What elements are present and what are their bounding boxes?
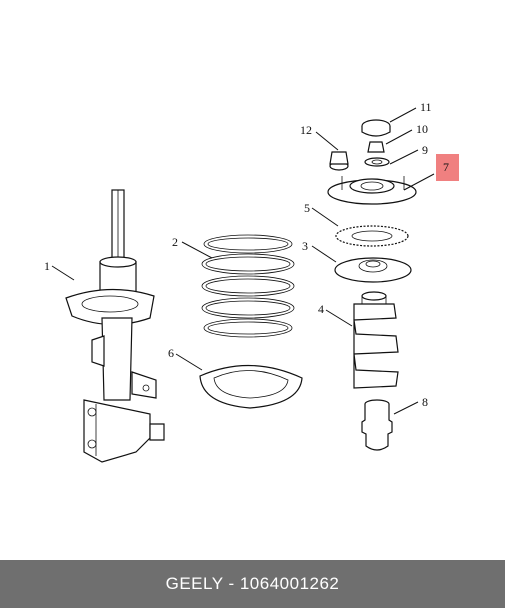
callout-10: 10 <box>416 122 428 136</box>
callout-6: 6 <box>168 346 174 360</box>
callout-7-highlight <box>436 154 459 181</box>
callout-12: 12 <box>300 123 312 137</box>
shock-absorber-strut <box>65 189 165 463</box>
strut-exploded-diagram: 1 2 3 4 5 6 7 8 9 10 11 12 <box>44 100 459 463</box>
flange-nut <box>329 151 349 171</box>
callout-4: 4 <box>318 302 324 316</box>
strut-bearing <box>335 225 409 247</box>
lower-spring-seat <box>199 364 303 409</box>
callout-1: 1 <box>44 259 50 273</box>
coil-spring <box>201 234 295 338</box>
upper-spring-seat <box>334 257 412 283</box>
callout-3: 3 <box>302 239 308 253</box>
callout-2: 2 <box>172 235 178 249</box>
callout-9: 9 <box>422 143 428 157</box>
top-cap <box>361 119 391 137</box>
callout-8: 8 <box>422 395 428 409</box>
part-number-banner: GEELY - 1064001262 <box>0 560 505 608</box>
part-number-label: GEELY - 1064001262 <box>165 574 340 593</box>
callout-7: 7 <box>443 160 449 174</box>
leader-lines <box>51 107 435 415</box>
top-nut <box>367 141 385 153</box>
strut-top-mount <box>327 176 417 205</box>
washer <box>364 157 390 167</box>
bump-stop <box>361 399 393 451</box>
dust-boot <box>353 291 399 389</box>
callout-5: 5 <box>304 201 310 215</box>
callout-11: 11 <box>420 100 432 114</box>
